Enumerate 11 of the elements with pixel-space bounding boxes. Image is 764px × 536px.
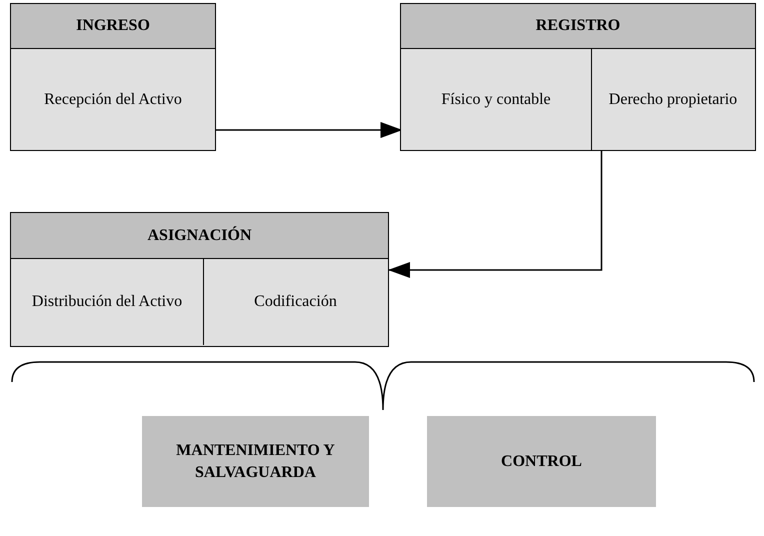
arrow — [388, 150, 602, 278]
section-heading: REGISTRO — [401, 4, 755, 49]
step-text: Recepción del Activo — [43, 90, 183, 110]
group-box — [400, 3, 756, 151]
group-box — [10, 212, 389, 347]
process-box: CONTROL — [427, 416, 656, 507]
section-heading: ASIGNACIÓN — [11, 213, 388, 259]
section-heading: INGRESO — [11, 4, 215, 49]
process-box: MANTENIMIENTO Y SALVAGUARDA — [142, 416, 369, 507]
group-box — [10, 3, 216, 151]
arrow — [216, 122, 402, 138]
